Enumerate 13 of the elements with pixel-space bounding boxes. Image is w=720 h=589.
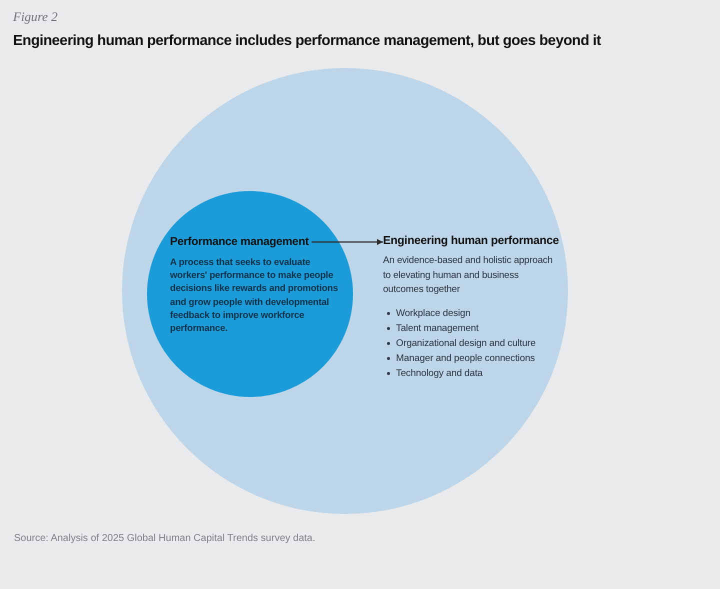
list-item: Workplace design xyxy=(396,308,470,319)
figure-number: Figure 2 xyxy=(13,9,58,25)
arrow xyxy=(312,239,383,245)
description-text: An evidence-based and holistic approach to elevating human and business outcomes together xyxy=(383,254,554,298)
list-item: Manager and people connections xyxy=(396,352,535,364)
title: Engineering human performance includes performance management, but goes beyond it xyxy=(13,33,601,49)
list-item: Talent management xyxy=(396,322,479,334)
description-text: A process that seeks to evaluate workers' performance to make people decisions like rewards and promotions and grow people with developmental feedback to improve workforce performance. xyxy=(170,255,339,334)
circle-heading: Performance management xyxy=(170,236,309,248)
list-item: Organizational design and culture xyxy=(396,338,536,349)
source-note: Source: Analysis of 2025 Global Human Capital Trends survey data. xyxy=(14,533,316,544)
list-item: Technology and data xyxy=(396,368,483,379)
circle-heading: Engineering human performance xyxy=(383,234,559,247)
